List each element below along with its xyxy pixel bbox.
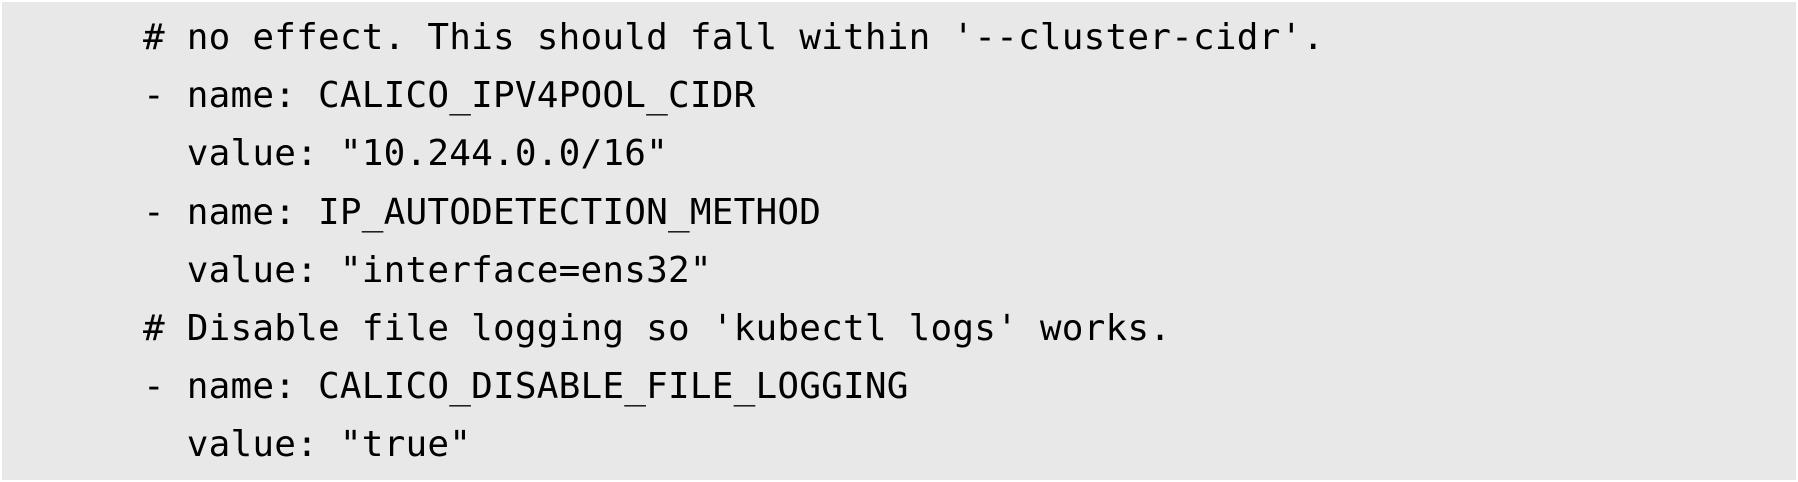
code-line-comment: # no effect. This should fall within '--… <box>143 17 1325 58</box>
code-line-name: - name: CALICO_IPV4POOL_CIDR <box>143 75 756 117</box>
code-line-value: value: "interface=ens32" <box>143 249 712 291</box>
code-line-name: - name: CALICO_DISABLE_FILE_LOGGING <box>143 366 909 408</box>
code-line-name: - name: IP_AUTODETECTION_METHOD <box>143 191 822 233</box>
code-line-value: value: "10.244.0.0/16" <box>143 133 668 175</box>
code-line-comment: # Disable file logging so 'kubectl logs'… <box>143 307 1172 349</box>
code-line-value: value: "true" <box>143 424 472 466</box>
